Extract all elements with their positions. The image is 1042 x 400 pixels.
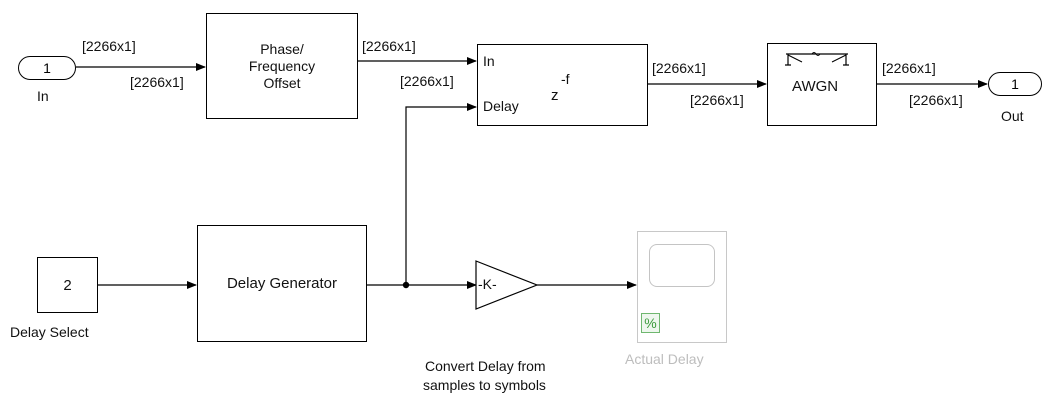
variable-delay-block[interactable]: In Delay z -f xyxy=(477,44,648,126)
delay-port-in-label: In xyxy=(483,53,495,69)
signal-label-delay-out: [2266x1] xyxy=(652,60,706,76)
awgn-channel-block[interactable]: AWGN xyxy=(767,43,877,126)
gain-triangle xyxy=(475,260,539,310)
channel-icon xyxy=(785,52,849,66)
inport-block[interactable]: 1 xyxy=(18,56,76,80)
gain-caption-line1: Convert Delay from xyxy=(425,358,546,374)
gain-caption-line2: samples to symbols xyxy=(423,377,546,393)
outport-label: Out xyxy=(1001,108,1024,124)
delay-generator-label: Delay Generator xyxy=(226,275,338,292)
line-branch-to-delay-port xyxy=(405,103,477,285)
signal-label-phase-in: [2266x1] xyxy=(130,74,184,90)
actual-delay-scope-block[interactable]: % xyxy=(637,231,727,343)
phase-block-line3: Offset xyxy=(263,74,301,91)
delay-generator-block[interactable]: Delay Generator xyxy=(197,225,367,342)
outport-block[interactable]: 1 xyxy=(988,72,1042,96)
delay-select-block[interactable]: 2 xyxy=(37,257,98,313)
scope-badge-icon: % xyxy=(641,313,660,333)
delay-symbol-exponent: -f xyxy=(561,71,570,87)
delay-port-delay-label: Delay xyxy=(483,98,519,114)
awgn-label: AWGN xyxy=(792,78,839,95)
gain-value[interactable]: -K- xyxy=(478,276,497,292)
scope-label: Actual Delay xyxy=(625,351,704,367)
inport-number: 1 xyxy=(43,60,51,76)
signal-label-in-out: [2266x1] xyxy=(82,38,136,54)
signal-label-phase-out: [2266x1] xyxy=(362,38,416,54)
signal-label-delay-in: [2266x1] xyxy=(400,73,454,89)
outport-number: 1 xyxy=(1011,76,1019,92)
inport-label: In xyxy=(37,88,49,104)
delay-symbol-base: z xyxy=(551,87,559,104)
phase-block-line2: Frequency xyxy=(248,57,316,74)
branch-point xyxy=(402,281,410,289)
phase-block-line1: Phase/ xyxy=(260,40,304,57)
scope-screen xyxy=(649,244,715,287)
delay-select-label: Delay Select xyxy=(10,324,89,340)
signal-label-awgn-out: [2266x1] xyxy=(882,60,936,76)
signal-label-awgn-in: [2266x1] xyxy=(690,92,744,108)
delay-select-value: 2 xyxy=(63,276,72,294)
signal-label-out-in: [2266x1] xyxy=(909,92,963,108)
phase-frequency-offset-block[interactable]: Phase/ Frequency Offset xyxy=(206,13,358,119)
